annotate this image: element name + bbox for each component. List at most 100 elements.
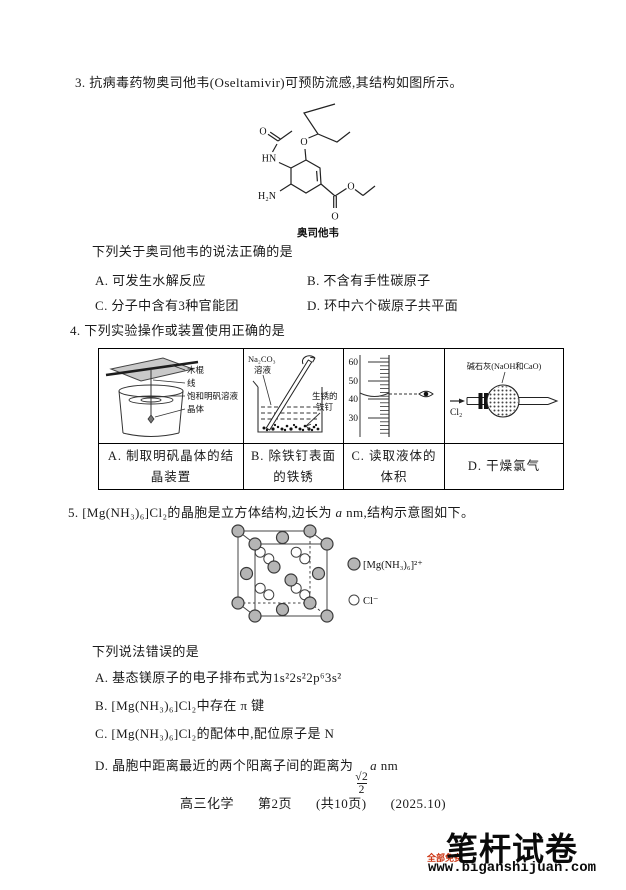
soda-lime-label: 碱石灰(NaOH和CaO) — [467, 361, 542, 371]
q5-option-d-unit: nm — [377, 758, 399, 773]
fraction-numerator: √2 — [355, 771, 369, 783]
cation-spheres — [231, 524, 334, 623]
volume-reading-diagram: 60 50 40 30 — [349, 355, 434, 437]
amide-hn-label: HN — [262, 154, 276, 165]
crystal-label: 晶体 — [187, 404, 205, 414]
cell-b-labels: Na₂CO₃ 溶液 生锈的 铁钉 — [248, 354, 338, 412]
caption-d: D. 干燥氯气 — [444, 444, 563, 489]
question-5-substem: 下列说法错误的是 — [92, 644, 200, 659]
beaker — [257, 387, 323, 433]
legend-anion-label: Cl⁻ — [363, 596, 378, 607]
q5-stem-part1: 5. [Mg(NH₃)₆]Cl₂的晶胞是立方体结构,边长为 — [68, 505, 336, 520]
beaker — [118, 390, 184, 437]
na2co3-label: Na₂CO₃ — [248, 354, 276, 364]
ester-o-double-label: O — [331, 212, 338, 223]
experiment-diagram-row: 木棍 线 饱和明矾溶液 晶体 — [99, 349, 563, 443]
stopper-bar-1 — [478, 393, 483, 409]
question-3-substem: 下列关于奥司他韦的说法正确的是 — [92, 244, 294, 259]
nail-arrow — [305, 412, 321, 430]
cell-a-diagram: 木棍 线 饱和明矾溶液 晶体 — [99, 349, 243, 443]
caption-b: B. 除铁钉表面的铁锈 — [243, 444, 343, 489]
alum-crystallization-diagram: 木棍 线 饱和明矾溶液 晶体 — [105, 357, 239, 437]
cell-a-labels: 木棍 线 饱和明矾溶液 晶体 — [187, 365, 239, 414]
string-label: 线 — [187, 378, 196, 388]
cell-b-diagram: Na₂CO₃ 溶液 生锈的 铁钉 — [243, 349, 343, 443]
pointer-lines — [152, 364, 186, 418]
q5-stem-var-a: a — [335, 505, 343, 520]
chloride-ions — [254, 546, 311, 601]
footer-date: (2025.10) — [390, 796, 447, 811]
solution-label: 饱和明矾溶液 — [187, 391, 239, 401]
right-tube — [518, 397, 559, 405]
scale-numbers: 60 50 40 30 — [349, 358, 359, 424]
caption-c: C. 读取液体的体积 — [343, 444, 444, 489]
legend-anion-icon — [348, 594, 360, 606]
minor-ticks — [380, 357, 389, 434]
cube-hidden-edges — [238, 531, 328, 617]
footer-total: (共10页) — [315, 796, 367, 811]
stopper-bar-2 — [484, 393, 488, 409]
label-pointer — [501, 371, 506, 384]
rusty-label: 生锈的 — [312, 391, 338, 401]
q5-option-a: A. 基态镁原子的电子排布式为1s²2s²2p⁶3s² — [95, 670, 342, 685]
stir-arrow — [301, 355, 316, 365]
q3-option-d: D. 环中六个碳原子共平面 — [307, 298, 459, 313]
ester-o-single-label: O — [347, 182, 354, 193]
eye-icon — [418, 390, 434, 398]
fraction-denominator: 2 — [356, 783, 367, 797]
molecule-bonds — [267, 103, 376, 208]
glass-rod — [265, 359, 313, 431]
wooden-stick — [105, 360, 199, 377]
nail-label: 铁钉 — [316, 402, 334, 412]
tick-60: 60 — [349, 358, 359, 368]
question-5-stem: 5. [Mg(NH₃)₆]Cl₂的晶胞是立方体结构,边长为 a nm,结构示意图… — [68, 502, 474, 521]
molecule-atom-labels: O HN H₂N O O O — [258, 127, 355, 223]
cl2-label: Cl₂ — [450, 408, 462, 418]
question-4-stem: 4. 下列实验操作或装置使用正确的是 — [70, 323, 286, 338]
tick-30: 30 — [349, 414, 359, 424]
experiment-caption-row: A. 制取明矾晶体的结晶装置 B. 除铁钉表面的铁锈 C. 读取液体的体积 D.… — [99, 443, 563, 489]
seed-crystal — [147, 414, 155, 424]
rust-removal-diagram: Na₂CO₃ 溶液 生锈的 铁钉 — [248, 354, 338, 433]
footer-course: 高三化学 — [179, 796, 234, 811]
amide-o-label: O — [259, 127, 266, 138]
tick-40: 40 — [349, 395, 359, 405]
q5-option-d-text: D. 晶胞中距离最近的两个阳离子间的距离为 — [95, 758, 354, 773]
experiment-table: 木棍 线 饱和明矾溶液 晶体 — [98, 348, 564, 490]
watermark-url: www.biganshijuan.com — [428, 860, 597, 876]
caption-a: A. 制取明矾晶体的结晶装置 — [107, 448, 235, 484]
meniscus — [359, 392, 390, 397]
tick-50: 50 — [349, 377, 359, 387]
cell-c-diagram: 60 50 40 30 — [343, 349, 444, 443]
q5-option-d-var: a — [370, 758, 378, 773]
major-ticks — [368, 361, 389, 419]
solution-label: 溶液 — [254, 365, 272, 375]
ether-o-label: O — [300, 137, 307, 148]
solution-pointer — [262, 374, 272, 406]
q3-option-b: B. 不含有手性碳原子 — [307, 273, 431, 288]
legend: [Mg(NH₃)₆]²⁺ Cl⁻ — [347, 557, 423, 607]
sediment — [262, 423, 320, 432]
legend-cation-label: [Mg(NH₃)₆]²⁺ — [363, 560, 423, 571]
page-footer: 高三化学 第2页 (共10页) (2025.10) — [0, 793, 626, 812]
legend-cation-icon — [347, 557, 361, 571]
oseltamivir-structure-diagram: O HN H₂N O O O 奥司他韦 — [258, 103, 376, 239]
beaker-spout — [252, 380, 259, 388]
watermark-brand: 笔杆试卷 — [446, 831, 579, 867]
cell-d-diagram: 碱石灰(NaOH和CaO) — [444, 349, 563, 443]
q5-option-b: B. [Mg(NH₃)₆]Cl₂中存在 π 键 — [95, 698, 265, 713]
q5-option-c: C. [Mg(NH₃)₆]Cl₂的配体中,配位原子是 N — [95, 726, 335, 741]
amine-label: H₂N — [258, 191, 276, 202]
q3-option-a: A. 可发生水解反应 — [95, 273, 206, 288]
stick-label: 木棍 — [187, 365, 205, 375]
watermark-free-tag: 全部免费 — [427, 853, 464, 863]
footer-page: 第2页 — [257, 796, 292, 811]
q5-stem-part2: nm,结构示意图如下。 — [342, 505, 475, 520]
question-3-stem: 3. 抗病毒药物奥司他韦(Oseltamivir)可预防流感,其结构如图所示。 — [75, 75, 463, 90]
molecule-caption: 奥司他韦 — [297, 226, 339, 239]
liquid-lines — [261, 406, 319, 420]
gas-drying-diagram: 碱石灰(NaOH和CaO) — [450, 361, 559, 418]
